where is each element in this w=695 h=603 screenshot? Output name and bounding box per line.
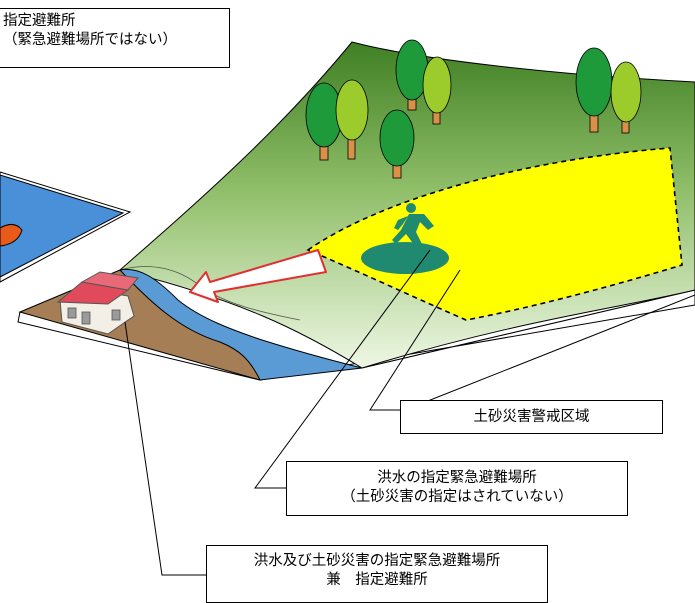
evacuation-arrow-icon [189, 249, 327, 303]
callout-lines [124, 249, 695, 576]
flood-emergency-site-line1: 洪水の指定緊急避難場所 [377, 470, 537, 486]
flood-and-sediment-site-line2: 兼 指定避難所 [326, 572, 428, 588]
designated-shelter-line2: （緊急避難場所ではない） [3, 32, 177, 48]
tree-icon [575, 47, 613, 133]
tree-icon [379, 109, 415, 179]
flood-emergency-site-label: 洪水の指定緊急避難場所 （土砂災害の指定はされていない） [286, 461, 628, 516]
flood-emergency-site-marker [361, 203, 449, 274]
sediment-warning-zone-text: 土砂災害警戒区域 [473, 409, 590, 425]
designated-shelter-label: 指定避難所 （緊急避難場所ではない） [0, 8, 230, 68]
designated-shelter-line1: 指定避難所 [3, 13, 76, 29]
tree-icon [335, 79, 369, 160]
sediment-warning-zone-area [306, 147, 683, 321]
flood-emergency-site-line2: （土砂災害の指定はされていない） [341, 489, 573, 505]
flood-and-sediment-site-line1: 洪水及び土砂災害の指定緊急避難場所 [253, 553, 501, 569]
sediment-warning-zone-label: 土砂災害警戒区域 [400, 400, 663, 434]
house-shelter-icon [56, 271, 139, 335]
tree-icon [395, 39, 429, 111]
tree-icon [610, 61, 642, 134]
river [119, 268, 363, 381]
flood-and-sediment-site-label: 洪水及び土砂災害の指定緊急避難場所 兼 指定避難所 [206, 545, 548, 603]
tree-icon [305, 82, 343, 161]
forest [305, 39, 642, 179]
running-person-icon [392, 203, 434, 250]
tree-icon [422, 56, 452, 125]
left-panel [0, 171, 132, 283]
